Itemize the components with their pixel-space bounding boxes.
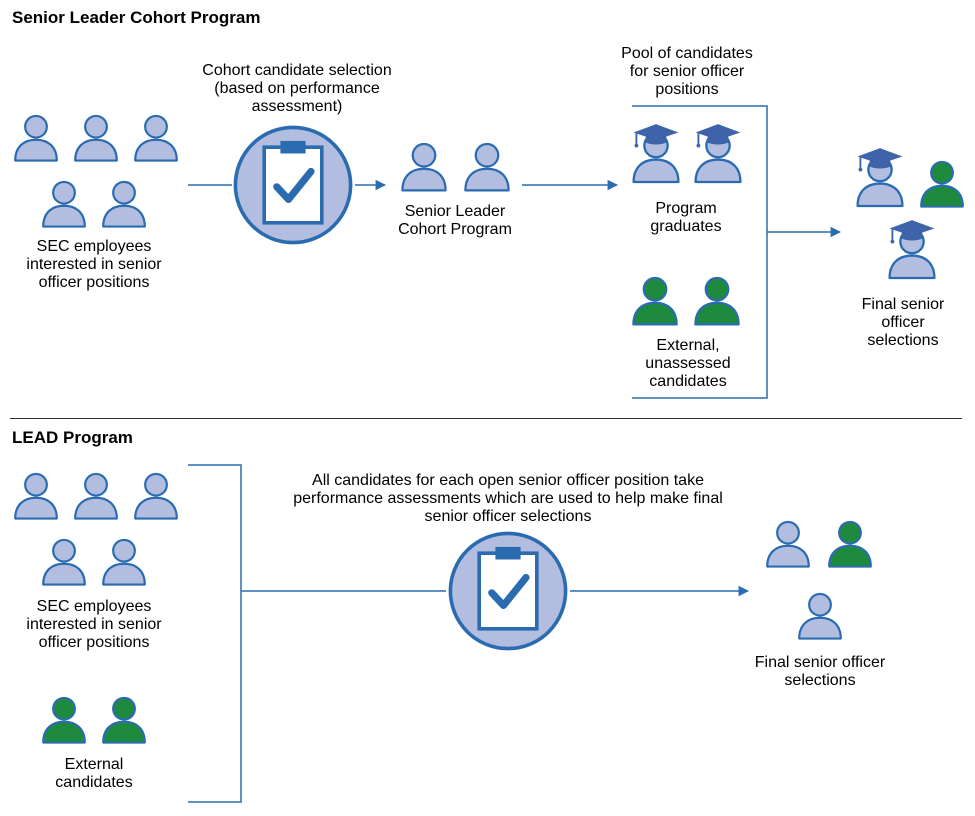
person-icon	[10, 470, 62, 522]
person-icon	[10, 112, 62, 164]
external-person-icon	[38, 694, 90, 746]
person-icon	[98, 536, 150, 588]
graduate-icon	[690, 122, 746, 186]
external-person-icon	[916, 158, 968, 210]
lead-assessment-label: All candidates for each open senior offi…	[293, 472, 723, 525]
cohort-selection-label: Cohort candidate selection (based on per…	[202, 62, 392, 115]
lead-section-title: LEAD Program	[12, 428, 133, 447]
pool-label: Pool of candidates for senior officer po…	[621, 45, 753, 98]
lead-external-label: External candidates	[55, 756, 133, 791]
graduate-icon	[852, 146, 908, 210]
external-person-icon	[628, 274, 682, 328]
cohort-program-label: Senior Leader Cohort Program	[398, 203, 512, 238]
graduate-icon	[884, 218, 940, 282]
lead-employees-label: SEC employees interested in senior offic…	[26, 598, 162, 651]
person-icon	[460, 140, 514, 194]
person-icon	[38, 536, 90, 588]
section-divider	[10, 418, 962, 419]
graduate-icon	[628, 122, 684, 186]
assessment-clipboard-icon	[445, 528, 571, 654]
graduates-label: Program graduates	[650, 200, 722, 235]
pool-bracket	[632, 105, 768, 399]
external-unassessed-label: External, unassessed candidates	[645, 337, 731, 390]
person-icon	[70, 470, 122, 522]
person-icon	[98, 178, 150, 230]
person-icon	[397, 140, 451, 194]
person-icon	[130, 112, 182, 164]
external-person-icon	[824, 518, 876, 570]
lead-bracket	[188, 464, 242, 803]
person-icon	[130, 470, 182, 522]
person-icon	[38, 178, 90, 230]
lead-final-label: Final senior officer selections	[754, 654, 886, 689]
person-icon	[794, 590, 846, 642]
cohort-employees-label: SEC employees interested in senior offic…	[26, 238, 162, 291]
external-person-icon	[690, 274, 744, 328]
external-person-icon	[98, 694, 150, 746]
cohort-final-label: Final senior officer selections	[861, 296, 945, 349]
assessment-clipboard-icon	[230, 122, 356, 248]
cohort-section-title: Senior Leader Cohort Program	[12, 8, 261, 27]
person-icon	[70, 112, 122, 164]
person-icon	[762, 518, 814, 570]
